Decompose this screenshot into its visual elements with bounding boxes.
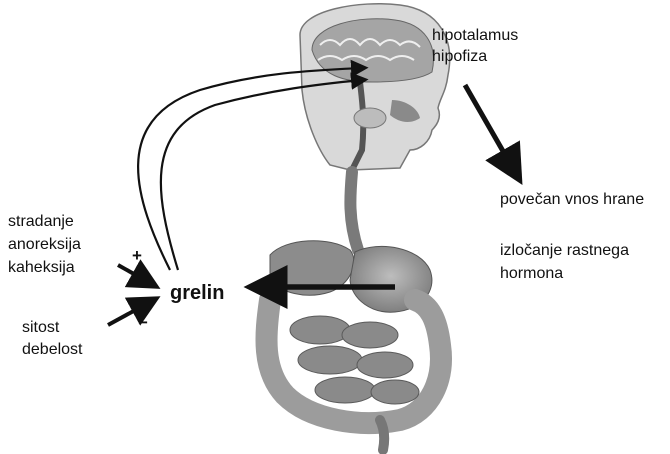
obesity-label: debelost <box>22 340 83 360</box>
satiety-label: sitost <box>22 318 59 338</box>
arrow-brain-to-food-intake <box>465 85 515 172</box>
arrow-starvation-stimulates <box>118 265 150 283</box>
pituitary-label: hipofiza <box>432 47 487 67</box>
plus-sign: + <box>132 246 142 266</box>
esophagus <box>350 172 358 250</box>
head-illustration <box>300 4 450 170</box>
gh-release-label-line1: izločanje rastnega <box>500 241 629 261</box>
cachexia-label: kaheksija <box>8 258 75 278</box>
gh-release-label-line2: hormona <box>500 264 563 284</box>
digestive-tract-illustration <box>266 241 440 450</box>
ghrelin-label: grelin <box>170 283 224 303</box>
food-intake-label: povečan vnos hrane <box>500 190 644 210</box>
minus-sign: − <box>138 313 148 333</box>
hypothalamus-label: hipotalamus <box>432 26 518 46</box>
anorexia-label: anoreksija <box>8 235 81 255</box>
starvation-label: stradanje <box>8 212 74 232</box>
